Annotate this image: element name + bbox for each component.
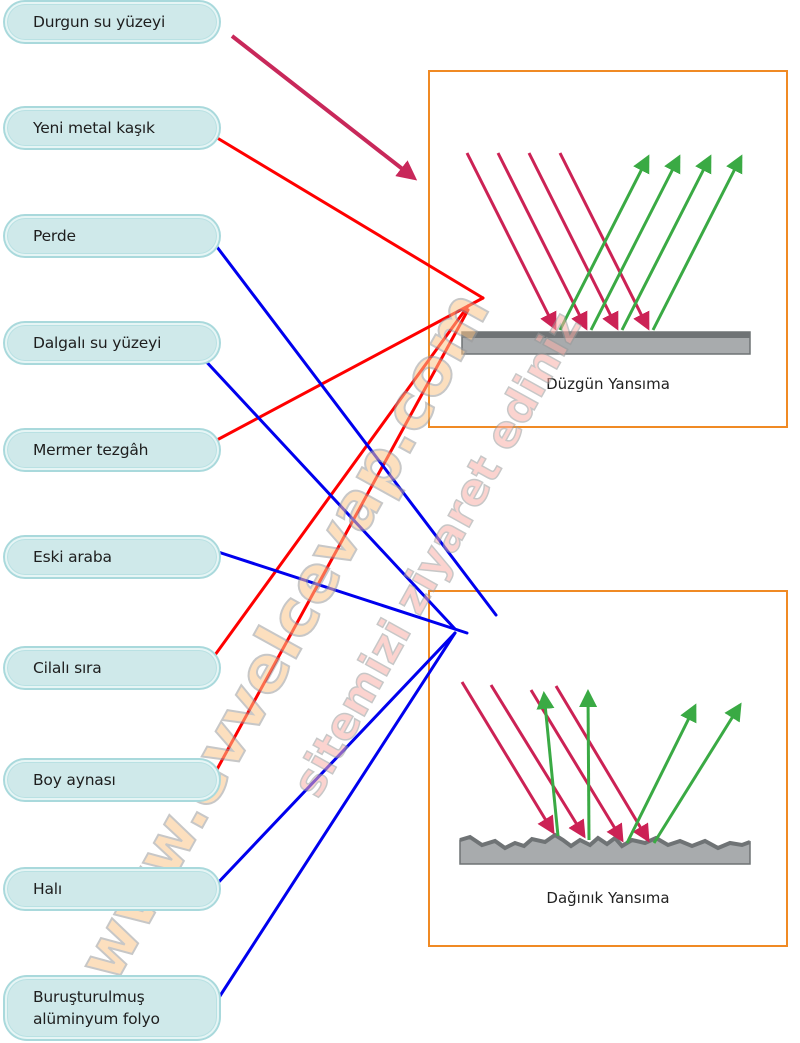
diffuse-reflection-caption: Dağınık Yansıma — [546, 889, 670, 907]
example-match-arrow — [230, 34, 418, 181]
incident-ray — [554, 685, 650, 843]
item-label: Cilalı sıra — [33, 659, 102, 677]
item-label: Eski araba — [33, 548, 112, 566]
match-line-alüminyum-folyo — [216, 631, 457, 1001]
item-label: Perde — [33, 227, 76, 245]
reflected-ray — [620, 154, 712, 331]
regular-reflected-rays — [558, 154, 743, 331]
match-line-dalgali-su — [199, 354, 457, 631]
item-label: Dalgalı su yüzeyi — [33, 334, 162, 352]
item-label: Halı — [33, 880, 62, 898]
item-hali[interactable]: Halı — [5, 869, 219, 909]
diffuse-reflection-panel: Dağınık Yansıma — [428, 590, 788, 947]
reflected-ray — [536, 691, 560, 837]
reflected-ray — [558, 154, 650, 331]
item-label: Durgun su yüzeyi — [33, 13, 166, 31]
item-mermer-tezgah[interactable]: Mermer tezgâh — [5, 430, 219, 470]
match-line-hali — [212, 631, 457, 889]
item-label: Boy aynası — [33, 771, 116, 789]
match-line-yeni-metal-kasik — [202, 128, 485, 300]
incident-ray — [496, 152, 588, 331]
regular-incident-rays — [465, 152, 650, 331]
incident-ray — [460, 681, 555, 835]
item-boy-aynasi[interactable]: Boy aynası — [5, 760, 219, 800]
item-label: Mermer tezgâh — [33, 441, 149, 459]
reflected-ray — [625, 703, 697, 844]
item-yeni-metal-kasik[interactable]: Yeni metal kaşık — [5, 108, 219, 148]
item-label: Buruşturulmuş alüminyum folyo — [33, 988, 160, 1028]
reflected-ray — [589, 154, 681, 331]
match-line-eski-araba — [210, 548, 469, 635]
reflected-ray — [651, 154, 743, 331]
incident-ray — [465, 152, 557, 331]
smooth-surface — [461, 331, 751, 355]
match-line-perde — [212, 241, 498, 617]
item-durgun-su-yuzeyi[interactable]: Durgun su yüzeyi — [5, 2, 219, 42]
rough-surface — [459, 832, 751, 865]
item-perde[interactable]: Perde — [5, 216, 219, 256]
item-eski-araba[interactable]: Eski araba — [5, 537, 219, 577]
item-label: Yeni metal kaşık — [33, 119, 155, 137]
incident-ray — [489, 684, 586, 839]
item-cilali-sira[interactable]: Cilalı sıra — [5, 648, 219, 688]
matching-lines — [198, 128, 498, 1001]
regular-reflection-caption: Düzgün Yansıma — [546, 375, 670, 393]
diffuse-reflected-rays — [536, 689, 742, 844]
match-line-boy-aynasi — [213, 308, 470, 775]
match-line-cilali-sira — [213, 304, 470, 657]
item-burusturulmus-aluminyum-folyo[interactable]: Buruşturulmuş alüminyum folyo — [5, 977, 219, 1039]
reflected-ray — [652, 702, 742, 844]
match-line-mermer-tezgah — [198, 296, 485, 451]
reflected-ray — [579, 689, 598, 841]
item-dalgali-su-yuzeyi[interactable]: Dalgalı su yüzeyi — [5, 323, 219, 363]
incident-ray — [527, 152, 619, 331]
regular-reflection-panel: Düzgün Yansıma — [428, 70, 788, 428]
